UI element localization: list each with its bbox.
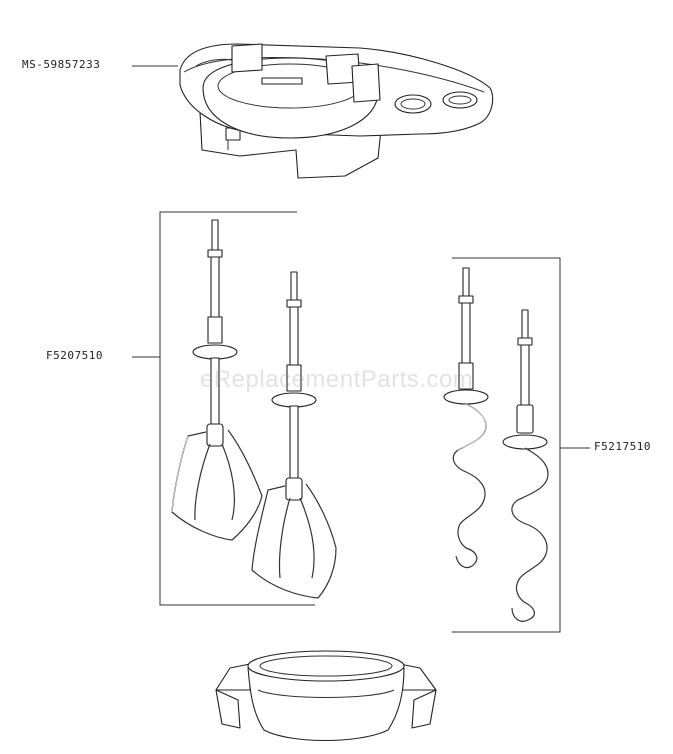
mixer-lid [179,43,494,179]
dough-hook-bracket [452,257,590,633]
part-number-lid: MS-59857233 [22,58,101,71]
part-number-dough-hook: F5217510 [594,440,651,453]
whisk-beater-1 [171,219,263,541]
dough-hook-2 [502,309,549,622]
dough-hook-1 [443,267,489,569]
whisk-bracket [132,211,315,606]
whisk-beater-2 [251,271,337,599]
watermark-text: eReplacementParts.com [200,366,474,393]
part-number-whisk: F5207510 [46,349,103,362]
base-ring [215,650,437,742]
